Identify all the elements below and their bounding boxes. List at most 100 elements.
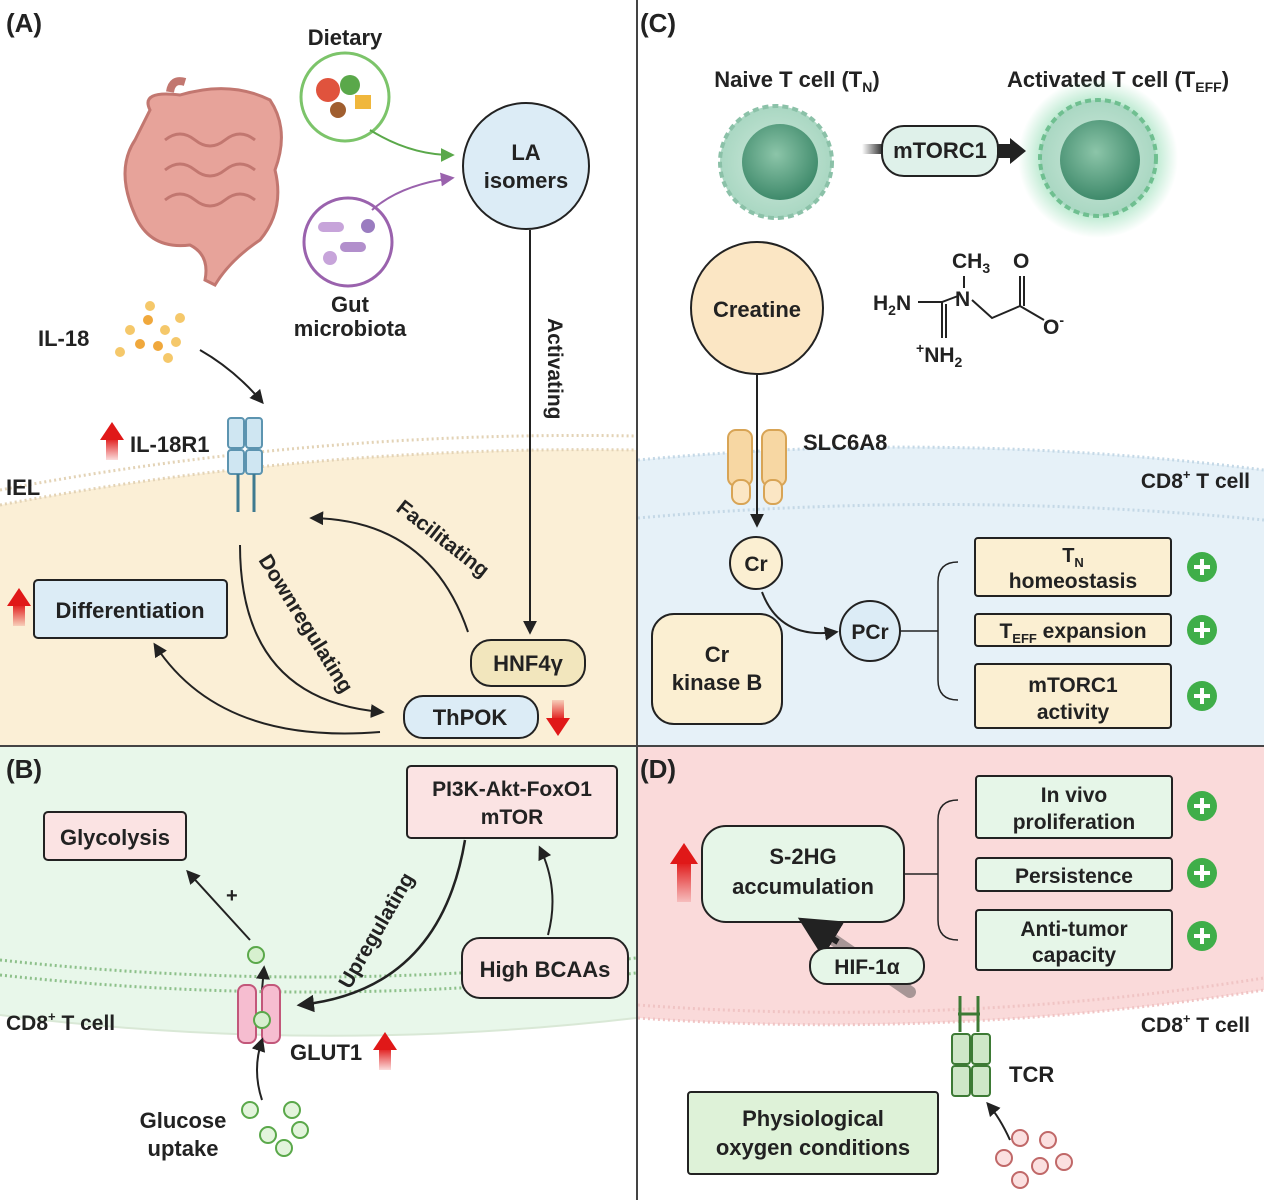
glycolysis-label: Glycolysis: [60, 825, 170, 850]
panel-b-letter: (B): [6, 754, 42, 784]
mtorc1-activity-box: mTORC1 activity: [974, 663, 1172, 729]
oxygen-conditions-box: Physiological oxygen conditions: [687, 1091, 939, 1175]
glut1-up-arrow: [373, 1032, 397, 1070]
proliferation-box: In vivo proliferation: [975, 775, 1173, 839]
s2hg-bracket: [904, 799, 959, 941]
mtorc1-node: mTORC1: [881, 125, 999, 177]
activated-t-cell-icon: [1018, 78, 1178, 238]
persistence-box: Persistence: [975, 857, 1173, 892]
mtorc1-arrow: [998, 138, 1026, 164]
activating-label: Activating: [543, 318, 566, 420]
tn-homeostasis-box: TN homeostasis: [974, 537, 1172, 597]
antitumor-box: Anti-tumor capacity: [975, 909, 1173, 971]
plus-icon: [1187, 552, 1217, 582]
teff-expansion-box: TEFF expansion: [974, 613, 1172, 647]
chem-nh2: +NH2: [916, 340, 963, 370]
teff-expansion-label: TEFF expansion: [999, 620, 1146, 646]
glycolysis-plus: +: [226, 885, 238, 907]
la-label-2: isomers: [484, 168, 568, 193]
la-isomers-node: LA isomers: [462, 102, 590, 230]
antitumor-label-1: Anti-tumor: [1020, 918, 1127, 941]
pi3k-box: PI3K-Akt-FoxO1 mTOR: [406, 765, 618, 839]
differentiation-up-arrow: [7, 588, 31, 626]
slc6a8-label: SLC6A8: [803, 430, 887, 455]
tn-homeostasis-label-2: homeostasis: [1009, 570, 1137, 593]
chem-h2n: H2N: [873, 292, 911, 318]
hif-label: HIF-1α: [834, 956, 900, 979]
naive-cell-label: Naive T cell (TN): [714, 67, 879, 95]
differentiation-box: Differentiation: [33, 579, 228, 639]
cr-label: Cr: [744, 553, 767, 576]
pcr-label: PCr: [851, 621, 888, 644]
persistence-label: Persistence: [1015, 865, 1133, 888]
hnf4-label: HNF4γ: [493, 651, 563, 676]
panel-c-cell-label: CD8+ T cell: [1141, 467, 1250, 493]
kinase-label-2: kinase B: [672, 670, 763, 695]
oxygen-label-2: oxygen conditions: [716, 1135, 910, 1160]
il18-particles: [115, 301, 185, 363]
pi3k-label-2: mTOR: [481, 806, 544, 829]
panel-a: (A) Dietary Gut microbiota LA: [0, 0, 637, 745]
hif-node: HIF-1α: [809, 947, 925, 985]
il18-label: IL-18: [38, 326, 89, 351]
thpok-label: ThPOK: [433, 705, 508, 730]
thpok-down-arrow: [546, 700, 570, 736]
tcr-label: TCR: [1009, 1062, 1054, 1087]
bcaa-box: High BCAAs: [461, 937, 629, 999]
pcr-node: PCr: [839, 600, 901, 662]
glucose-label-1: Glucose: [140, 1108, 227, 1133]
chem-n: N: [955, 288, 970, 311]
mtorc1-activity-label-1: mTORC1: [1028, 674, 1118, 697]
pcr-bracket: [900, 561, 959, 701]
creatine-node: Creatine: [690, 241, 824, 375]
gut-label-2: microbiota: [294, 316, 407, 341]
il18r1-up-arrow: [100, 422, 124, 460]
hnf4-node: HNF4γ: [470, 639, 586, 687]
bcaa-label: High BCAAs: [480, 957, 611, 982]
dietary-label: Dietary: [308, 25, 383, 50]
chem-o: O: [1013, 250, 1029, 273]
glucose-particles: [241, 1101, 309, 1157]
il18r1-label: IL-18R1: [130, 432, 209, 457]
differentiation-label: Differentiation: [55, 598, 204, 623]
slc6a8-transporter-icon: [727, 429, 787, 505]
plus-icon: [1187, 791, 1217, 821]
proliferation-label-2: proliferation: [1013, 811, 1136, 834]
dietary-food-icon: [299, 51, 391, 143]
naive-t-cell-icon: [718, 104, 834, 220]
panel-c-letter: (C): [640, 8, 676, 38]
iel-label: IEL: [6, 475, 40, 500]
glycolysis-box: Glycolysis: [43, 811, 187, 861]
plus-icon: [1187, 858, 1217, 888]
pi3k-label-1: PI3K-Akt-FoxO1: [432, 778, 592, 801]
panel-d-cell-label: CD8+ T cell: [1141, 1011, 1250, 1037]
plus-icon: [1187, 615, 1217, 645]
s2hg-label-2: accumulation: [732, 874, 874, 899]
mtorc1-label: mTORC1: [893, 138, 987, 163]
chem-ch3: CH3: [952, 250, 990, 276]
tcr-receptor-icon: [951, 996, 991, 1097]
antitumor-label-2: capacity: [1032, 944, 1116, 967]
intestine-illustration: [123, 77, 283, 287]
creatine-structure: CH3 O H2N N O- +NH2: [873, 250, 1064, 370]
chem-o-minus: O-: [1043, 312, 1064, 339]
panel-b-cell-label: CD8+ T cell: [6, 1009, 115, 1035]
antigen-particles: [995, 1129, 1073, 1189]
thpok-node: ThPOK: [403, 695, 539, 739]
glut1-label: GLUT1: [290, 1040, 362, 1065]
glucose-molecule-icon: [247, 946, 265, 964]
mtorc1-activity-label-2: activity: [1037, 701, 1110, 724]
panel-d-letter: (D): [640, 754, 676, 784]
panel-d: (D) S-2HG accumulation In vivo prolifera…: [637, 747, 1264, 1200]
mtorc1-left-fade: [862, 144, 884, 154]
cr-kinase-box: Cr kinase B: [651, 613, 783, 725]
s2hg-node: S-2HG accumulation: [701, 825, 905, 923]
plus-icon: [1187, 681, 1217, 711]
panel-c: (C) Naive T cell (TN) Activated T cell (…: [637, 0, 1264, 745]
tn-homeostasis-label-1: TN: [1062, 545, 1084, 570]
gut-microbiota-icon: [302, 196, 394, 288]
la-label-1: LA: [511, 140, 540, 165]
creatine-label: Creatine: [713, 297, 801, 322]
panel-b: (B) Glycolysis PI3K-Akt-FoxO1 mTOR High …: [0, 747, 637, 1200]
